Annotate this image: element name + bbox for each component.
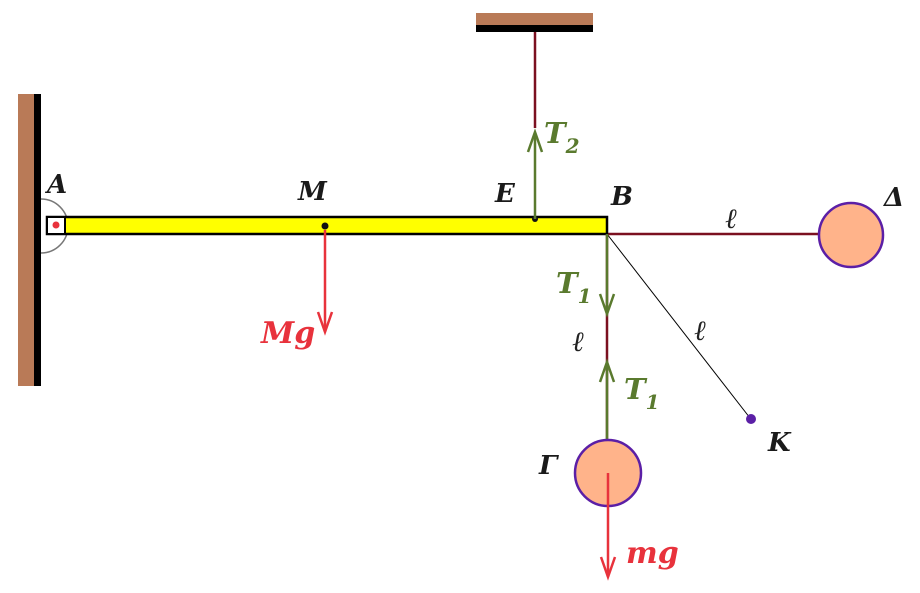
point-K <box>746 414 756 424</box>
label-E: E <box>494 179 516 209</box>
ceiling-support <box>476 13 593 26</box>
label-T1-up: T1 <box>624 372 660 414</box>
left-wall <box>18 94 36 386</box>
ceiling-support-edge <box>476 25 593 32</box>
label-K: K <box>767 428 792 458</box>
point-M <box>321 222 329 230</box>
label-T1-down: T1 <box>556 266 592 308</box>
label-M: M <box>297 177 328 207</box>
left-wall-edge <box>34 94 41 386</box>
T2-arrow-head <box>526 128 544 153</box>
sphere-Delta <box>817 201 885 269</box>
label-ell-hang: ℓ <box>572 325 584 358</box>
label-ell-rope: ℓ <box>725 202 737 235</box>
label-mg: mg <box>626 536 679 571</box>
line-B-K <box>606 233 751 419</box>
Mg-arrow-head <box>316 311 334 336</box>
hinge-pin <box>52 221 60 229</box>
T1b-arrow-head <box>598 358 616 383</box>
label-Mg: Mg <box>260 316 315 351</box>
label-A: A <box>44 170 67 200</box>
label-T2: T2 <box>544 116 580 158</box>
mg-arrow-head <box>599 556 617 581</box>
T1-arrow-head <box>598 293 616 318</box>
label-B: B <box>610 182 633 212</box>
label-Gamma: Γ <box>538 451 559 481</box>
label-ell-diag: ℓ <box>694 314 706 347</box>
label-Delta: Δ <box>882 183 904 213</box>
